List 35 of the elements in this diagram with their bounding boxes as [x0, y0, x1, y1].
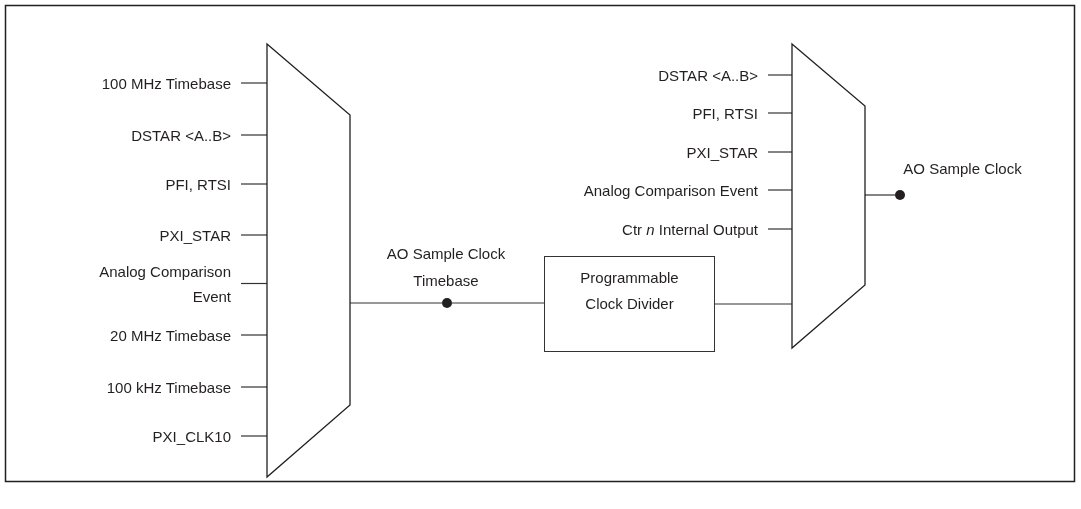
signal-line: [767, 112, 793, 114]
signal-line: [714, 303, 793, 305]
signal-label: Analog Comparison Event: [90, 258, 241, 309]
junction-dot: [895, 190, 905, 200]
signal-label: 100 MHz Timebase: [40, 70, 241, 96]
signal-label: DSTAR <A..B>: [480, 62, 768, 88]
signal-line: [240, 282, 268, 285]
multiplexer-symbol: [792, 44, 865, 348]
signal-label: Ctr n Internal Output: [480, 216, 768, 242]
signal-line: [240, 82, 268, 84]
multiplexer-symbol: [267, 44, 350, 477]
process-box: Programmable Clock Divider: [544, 256, 715, 352]
signal-label: Analog Comparison Event: [480, 177, 768, 203]
junction-dot: [442, 298, 452, 308]
signal-line: [240, 134, 268, 136]
signal-label: 20 MHz Timebase: [40, 322, 241, 348]
signal-line: [451, 302, 545, 304]
signal-label: PXI_CLK10: [40, 423, 241, 449]
signal-line: [767, 151, 793, 153]
signal-label: PFI, RTSI: [480, 100, 768, 126]
signal-line: [240, 234, 268, 236]
signal-label: AO Sample Clock Timebase: [385, 244, 507, 291]
signal-label: DSTAR <A..B>: [40, 122, 241, 148]
signal-line: [240, 386, 268, 388]
signal-line: [767, 228, 793, 230]
signal-line: [240, 334, 268, 336]
signal-label: PFI, RTSI: [40, 171, 241, 197]
signal-label: AO Sample Clock: [902, 159, 1023, 179]
signal-label: PXI_STAR: [480, 139, 768, 165]
signal-line: [240, 183, 268, 185]
signal-line: [240, 435, 268, 437]
signal-line: [767, 74, 793, 76]
signal-label: PXI_STAR: [40, 222, 241, 248]
signal-line: [767, 189, 793, 191]
signal-label: 100 kHz Timebase: [40, 374, 241, 400]
